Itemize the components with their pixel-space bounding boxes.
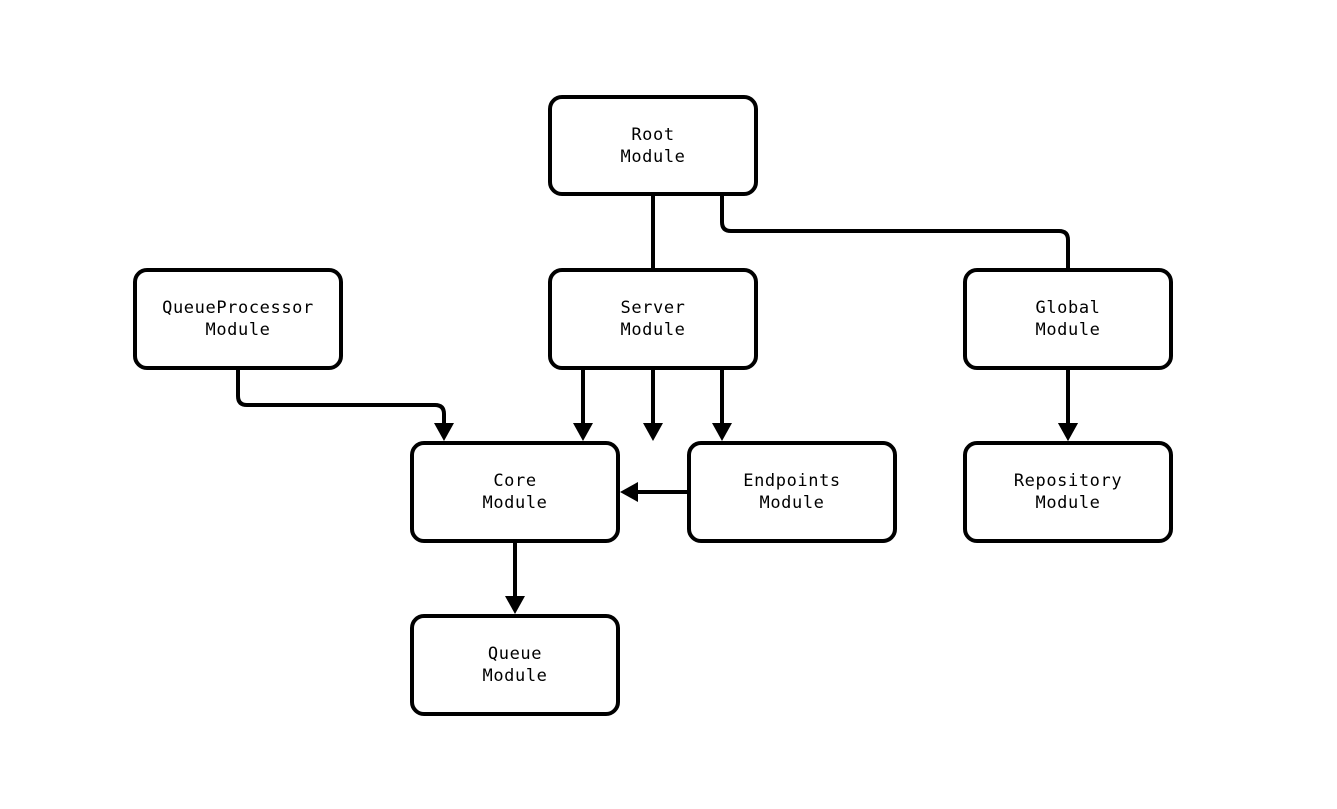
edge-queueprocessor-to-core bbox=[236, 370, 454, 441]
node-global-module-line2: Module bbox=[1035, 320, 1101, 340]
node-queueprocessor-module-line1: QueueProcessor bbox=[162, 298, 314, 318]
edge-server-to-endpoints bbox=[712, 370, 732, 441]
node-queueprocessor-module[interactable]: QueueProcessor Module bbox=[133, 268, 343, 370]
edge-server-to-core bbox=[573, 370, 593, 441]
node-server-module-line1: Server bbox=[620, 298, 686, 318]
node-global-module-line1: Global bbox=[1035, 298, 1101, 318]
node-root-module-line1: Root bbox=[631, 124, 675, 145]
node-endpoints-module[interactable]: Endpoints Module bbox=[687, 441, 897, 543]
edge-global-to-repository bbox=[1058, 370, 1078, 441]
node-endpoints-module-line1: Endpoints bbox=[743, 471, 841, 491]
node-root-module-line2: Module bbox=[620, 146, 686, 167]
node-core-module[interactable]: Core Module bbox=[410, 441, 620, 543]
node-endpoints-module-line2: Module bbox=[759, 493, 825, 513]
node-global-module[interactable]: Global Module bbox=[963, 268, 1173, 370]
node-core-module-line2: Module bbox=[482, 493, 548, 513]
edge-endpoints-to-core bbox=[620, 482, 687, 502]
node-queue-module-line1: Queue bbox=[487, 644, 543, 664]
node-queue-module-line2: Module bbox=[482, 666, 548, 686]
node-server-module[interactable]: Server Module bbox=[548, 268, 758, 370]
node-root-module[interactable]: Root Module bbox=[548, 95, 758, 196]
edge-core-to-queue bbox=[505, 543, 525, 614]
node-queue-module[interactable]: Queue Module bbox=[410, 614, 620, 716]
node-queueprocessor-module-line2: Module bbox=[205, 320, 271, 340]
node-server-module-line2: Module bbox=[620, 320, 686, 340]
node-repository-module-line1: Repository bbox=[1013, 471, 1123, 491]
node-core-module-line1: Core bbox=[493, 471, 537, 491]
node-repository-module[interactable]: Repository Module bbox=[963, 441, 1173, 543]
node-repository-module-line2: Module bbox=[1035, 493, 1101, 513]
